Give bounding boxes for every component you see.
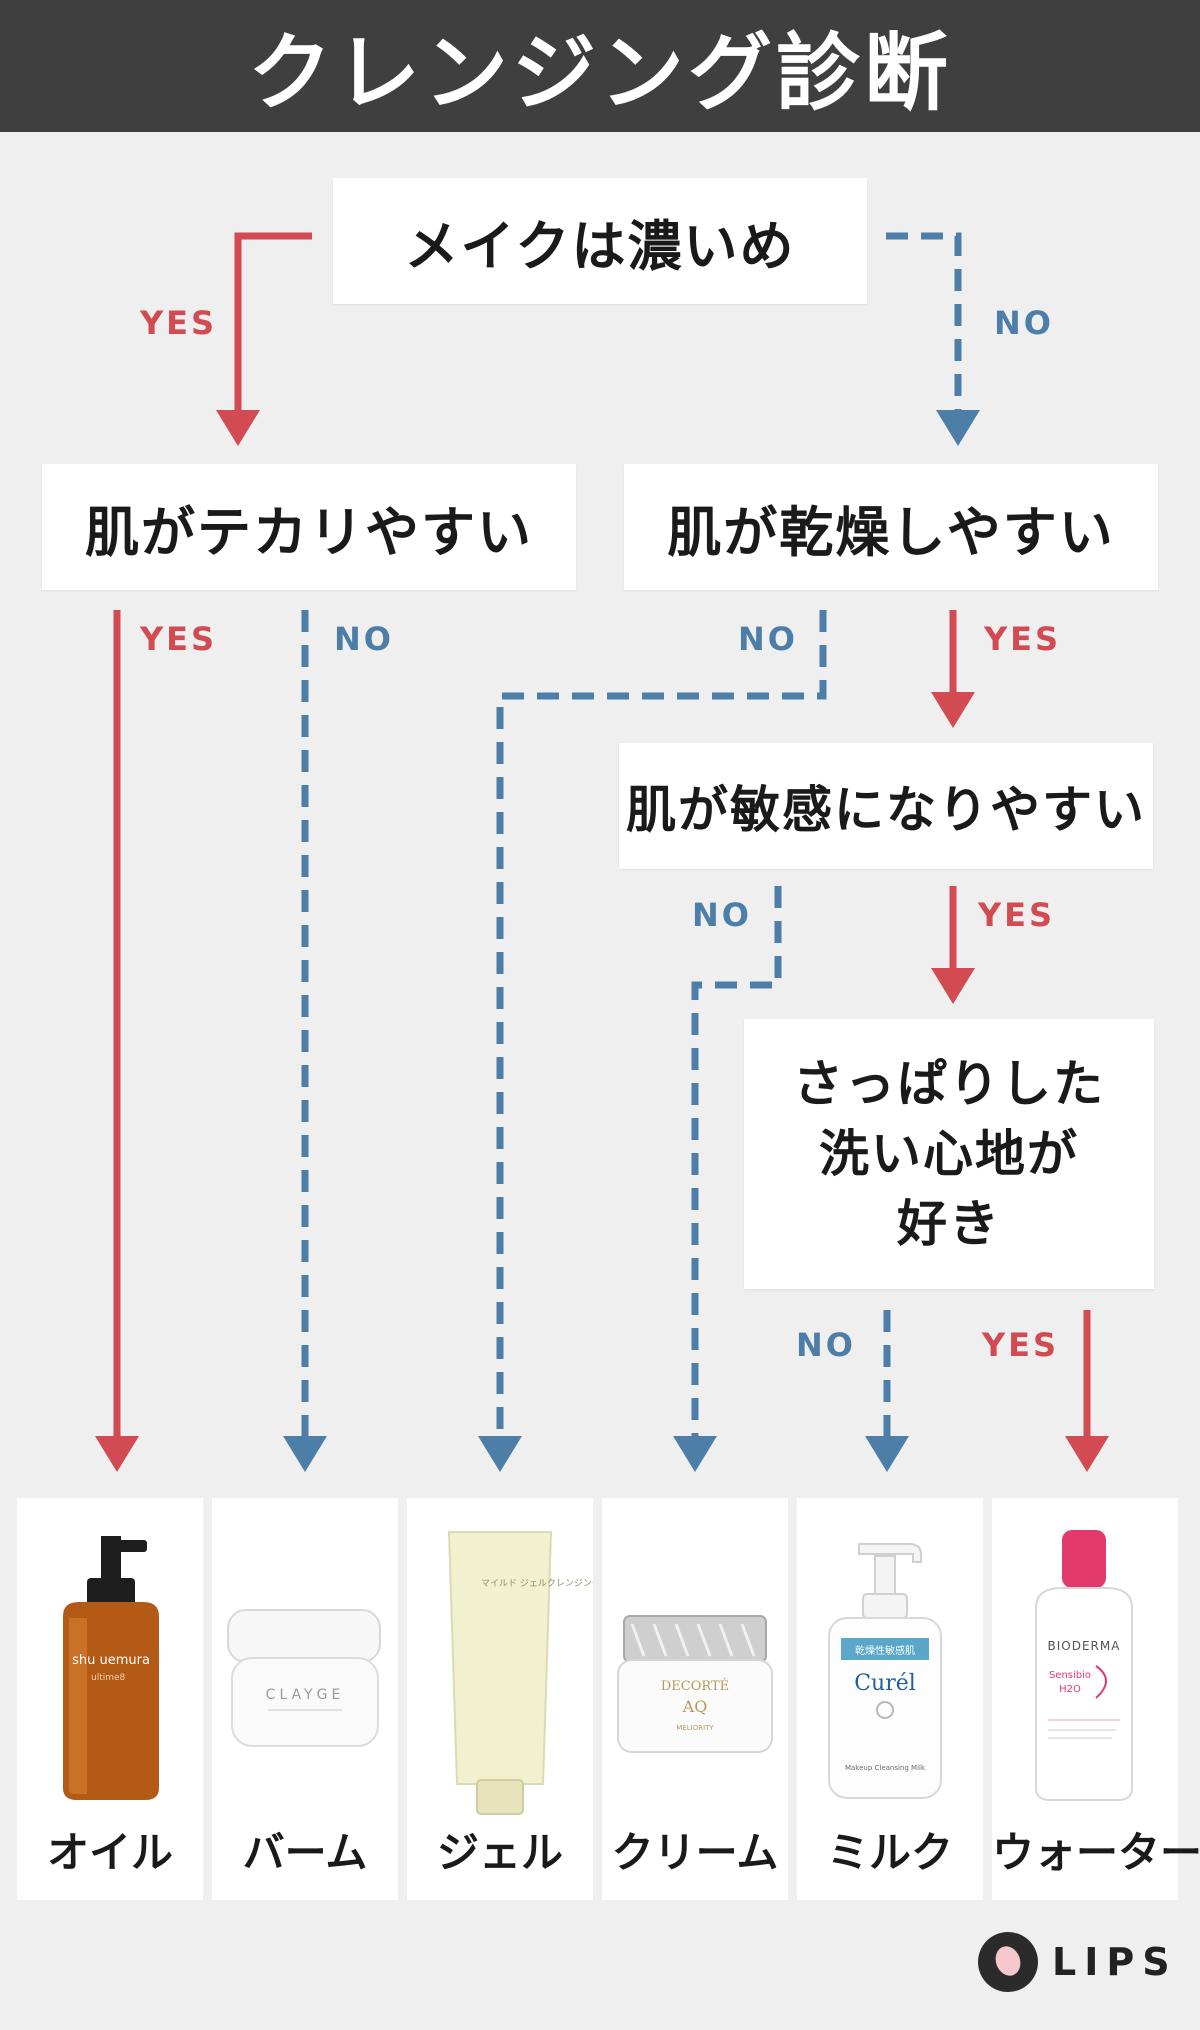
result-name: ジェル: [436, 1828, 563, 1877]
no-label: NO: [738, 620, 798, 658]
header-bar: クレンジング診断: [0, 0, 1200, 132]
result-name: クリーム: [611, 1828, 779, 1877]
arrowhead-q3-yes: [931, 692, 975, 728]
water-bottle-icon: BIODERMA Sensibio H2O: [1035, 1530, 1133, 1801]
yes-label: YES: [978, 896, 1056, 934]
milk-label-text: 乾燥性敏感肌: [855, 1644, 915, 1657]
water-sub-text: H2O: [1059, 1684, 1081, 1695]
result-name: ウォーター: [992, 1828, 1200, 1877]
balm-brand-text: CLAYGE: [266, 1687, 345, 1703]
result-card-cream: DECORTÉ AQ MELIORITY クリーム: [602, 1498, 788, 1900]
arrow-q3-no: [496, 610, 827, 1438]
question-label: 肌がテカリやすい: [85, 500, 533, 564]
arrowhead-q1-yes: [216, 410, 260, 446]
water-line-text: Sensibio: [1049, 1670, 1091, 1681]
arrowhead-q3-no: [478, 1436, 522, 1472]
water-brand-text: BIODERMA: [1048, 1639, 1121, 1653]
question-label: メイクは濃いめ: [404, 214, 796, 278]
oil-brand-text: shu uemura: [72, 1653, 150, 1668]
cream-line-text: AQ: [682, 1697, 708, 1716]
lips-logo: LIPS: [978, 1932, 1178, 1992]
result-name: オイル: [46, 1828, 173, 1877]
question-dry-skin: 肌が乾燥しやすい: [624, 464, 1158, 590]
result-card-milk: 乾燥性敏感肌 Curél Makeup Cleansing Milk ミルク: [797, 1498, 983, 1900]
arrowhead-q2-no: [283, 1436, 327, 1472]
arrowhead-q4-yes: [931, 968, 975, 1004]
question-sensitive-skin: 肌が敏感になりやすい: [619, 743, 1153, 869]
result-name: ミルク: [826, 1828, 953, 1877]
result-card-gel: マイルド ジェルクレンジング ジェル: [407, 1498, 593, 1900]
question-line: 好き: [897, 1195, 1001, 1253]
balm-jar-icon: CLAYGE: [227, 1609, 381, 1747]
arrowhead-q5-yes: [1065, 1436, 1109, 1472]
question-line: 洗い心地が: [819, 1125, 1079, 1183]
gel-tube-icon: マイルド ジェルクレンジング: [447, 1531, 593, 1815]
lips-logo-icon: [978, 1932, 1038, 1992]
question-label: 肌が敏感になりやすい: [626, 781, 1146, 839]
result-card-balm: CLAYGE バーム: [212, 1498, 398, 1900]
oil-line-text: ultime8: [91, 1673, 126, 1683]
yes-label: YES: [140, 304, 218, 342]
question-refreshing-feel: さっぱりした 洗い心地が 好き: [744, 1019, 1154, 1289]
arrow-q1-no: [886, 232, 962, 410]
question-oily-skin: 肌がテカリやすい: [42, 464, 576, 590]
yes-label: YES: [984, 620, 1062, 658]
milk-pump-bottle-icon: 乾燥性敏感肌 Curél Makeup Cleansing Milk: [828, 1543, 942, 1799]
arrowhead-q4-no: [673, 1436, 717, 1472]
question-line: さっぱりした: [793, 1055, 1105, 1113]
lips-logo-text: LIPS: [1052, 1940, 1178, 1984]
arrowhead-q5-no: [865, 1436, 909, 1472]
result-name: バーム: [242, 1828, 368, 1877]
result-card-water: BIODERMA Sensibio H2O ウォーター: [992, 1498, 1200, 1900]
no-label: NO: [692, 896, 752, 934]
yes-label: YES: [982, 1326, 1060, 1364]
milk-brand-text: Curél: [854, 1671, 916, 1696]
result-card-oil: shu uemura ultime8 オイル: [17, 1498, 203, 1900]
arrow-q4-no: [691, 886, 782, 1438]
arrowhead-q2-yes: [95, 1436, 139, 1472]
oil-bottle-icon: shu uemura ultime8: [63, 1536, 159, 1800]
question-makeup-heavy: メイクは濃いめ: [333, 178, 867, 304]
cream-jar-icon: DECORTÉ AQ MELIORITY: [617, 1615, 773, 1753]
cream-brand-text: DECORTÉ: [661, 1678, 729, 1694]
question-label: 肌が乾燥しやすい: [667, 500, 1115, 564]
arrowhead-q1-no: [936, 410, 980, 446]
no-label: NO: [334, 620, 394, 658]
page-title: クレンジング診断: [247, 23, 952, 122]
cream-sub-text: MELIORITY: [676, 1724, 714, 1732]
yes-label: YES: [140, 620, 218, 658]
milk-sub-text: Makeup Cleansing Milk: [845, 1764, 926, 1772]
no-label: NO: [994, 304, 1054, 342]
no-label: NO: [796, 1326, 856, 1364]
gel-label-text: マイルド ジェルクレンジング: [481, 1577, 593, 1589]
arrow-q1-yes: [234, 232, 312, 410]
